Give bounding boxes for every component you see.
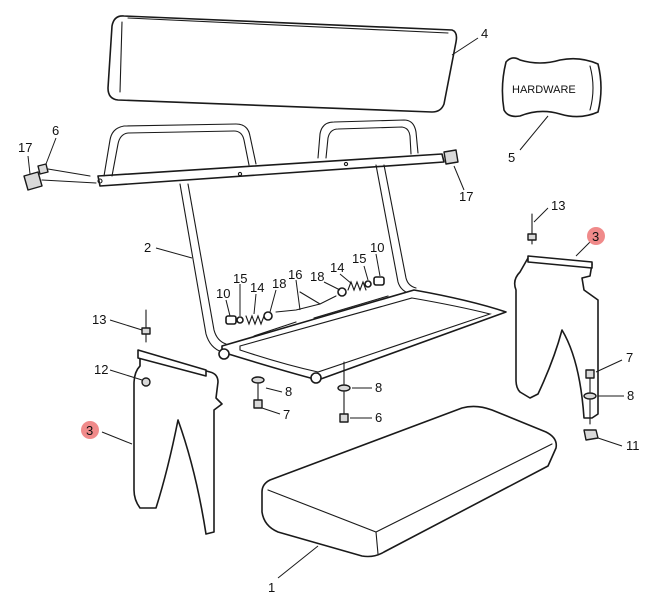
leader-5: [519, 115, 549, 151]
leader-11: [597, 437, 623, 447]
leader-15-right: [363, 265, 369, 281]
leader-8-left: [265, 387, 283, 393]
hardware-bag-label: HARDWARE: [512, 84, 576, 96]
hardware-bag: HARDWARE: [501, 57, 602, 118]
seat-cushion: [261, 405, 558, 558]
leader-6-top: [45, 137, 57, 165]
leader-2: [155, 247, 193, 259]
leader-10-left: [225, 299, 231, 317]
callout-seat-cushion: 1: [268, 580, 275, 595]
leader-14-left: [253, 293, 257, 315]
leader-16: [295, 279, 301, 311]
leader-18-left: [269, 289, 277, 313]
leader-1: [277, 545, 319, 579]
callout-back-cushion: 4: [481, 26, 488, 41]
callout-end-cap-left: 17: [18, 140, 32, 155]
callout-washer-right: 8: [627, 388, 634, 403]
callout-bolt-long-left: 10: [216, 286, 230, 301]
highlight-3-left: [81, 421, 99, 439]
callout-spring-left: 14: [250, 280, 264, 295]
callout-bolt-top: 6: [52, 123, 59, 138]
callout-washer-center: 8: [375, 380, 382, 395]
support-bracket-right: [513, 255, 599, 419]
callout-pin-right: 15: [352, 251, 366, 266]
leader-4: [451, 37, 479, 56]
leader-13-left: [109, 319, 143, 331]
callout-spring-right: 14: [330, 260, 344, 275]
bolt-6-left: [37, 163, 91, 177]
callout-screw-right: 13: [551, 198, 565, 213]
callout-washer-spring-left: 18: [272, 276, 286, 291]
leader-12: [109, 369, 143, 381]
leader-17-left: [27, 155, 31, 175]
leader-10-right: [375, 253, 381, 277]
washer-8-left: [251, 376, 265, 409]
callout-rod: 16: [288, 267, 302, 282]
screw-13-right: [527, 213, 537, 245]
washer-8-center: [337, 361, 351, 423]
leader-3-left: [101, 431, 133, 445]
leader-13-right: [533, 207, 549, 223]
end-cap-right: [443, 149, 459, 165]
callout-support-bracket-left: 3: [86, 423, 93, 438]
callout-support-bracket-right: 3: [592, 229, 599, 244]
leader-17-right: [453, 165, 465, 191]
leader-3-right: [575, 241, 591, 257]
leader-18-right: [323, 281, 341, 291]
callout-bolt-small-right: 7: [626, 350, 633, 365]
callout-nut: 11: [626, 438, 640, 453]
spring-assembly-right: [299, 276, 385, 305]
callout-washer-left: 8: [285, 384, 292, 399]
callout-seat-frame: 2: [144, 240, 151, 255]
callout-end-cap-right: 17: [459, 189, 473, 204]
screw-13-left: [141, 309, 151, 343]
leader-7-right: [595, 359, 623, 373]
plate-12: [141, 377, 151, 387]
callout-bolt-center: 6: [375, 410, 382, 425]
callout-washer-spring-right: 18: [310, 269, 324, 284]
leader-7-left: [261, 407, 281, 415]
callout-plate: 12: [94, 362, 108, 377]
callout-bolt-small-left: 7: [283, 407, 290, 422]
highlight-3-right: [587, 227, 605, 245]
bolt-7-right: [583, 369, 599, 441]
end-cap-left: [23, 171, 97, 191]
callout-bolt-long-right: 10: [370, 240, 384, 255]
callout-hardware-bag: 5: [508, 150, 515, 165]
back-cushion: [107, 15, 458, 113]
leader-14-right: [339, 273, 353, 285]
seat-frame: [97, 119, 507, 384]
support-bracket-left: [133, 349, 223, 535]
callout-screw-left: 13: [92, 312, 106, 327]
spring-assembly-left: [225, 303, 321, 326]
callout-pin-left: 15: [233, 271, 247, 286]
